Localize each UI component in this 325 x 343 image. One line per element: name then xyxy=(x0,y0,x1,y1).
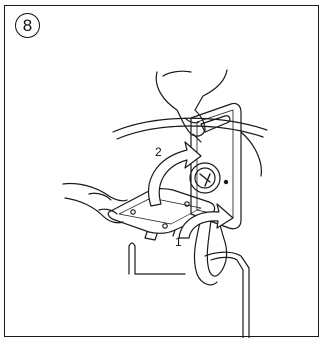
callout-step-1: 1 xyxy=(175,235,182,249)
lower-hand xyxy=(63,184,127,223)
figure-frame: 8 xyxy=(4,5,319,337)
basin-outline xyxy=(129,243,249,338)
arrow-step-1 xyxy=(179,204,233,238)
callout-step-2: 2 xyxy=(155,145,162,159)
filter-removal-illustration: 2 1 xyxy=(5,6,320,338)
upper-hand xyxy=(156,70,227,142)
